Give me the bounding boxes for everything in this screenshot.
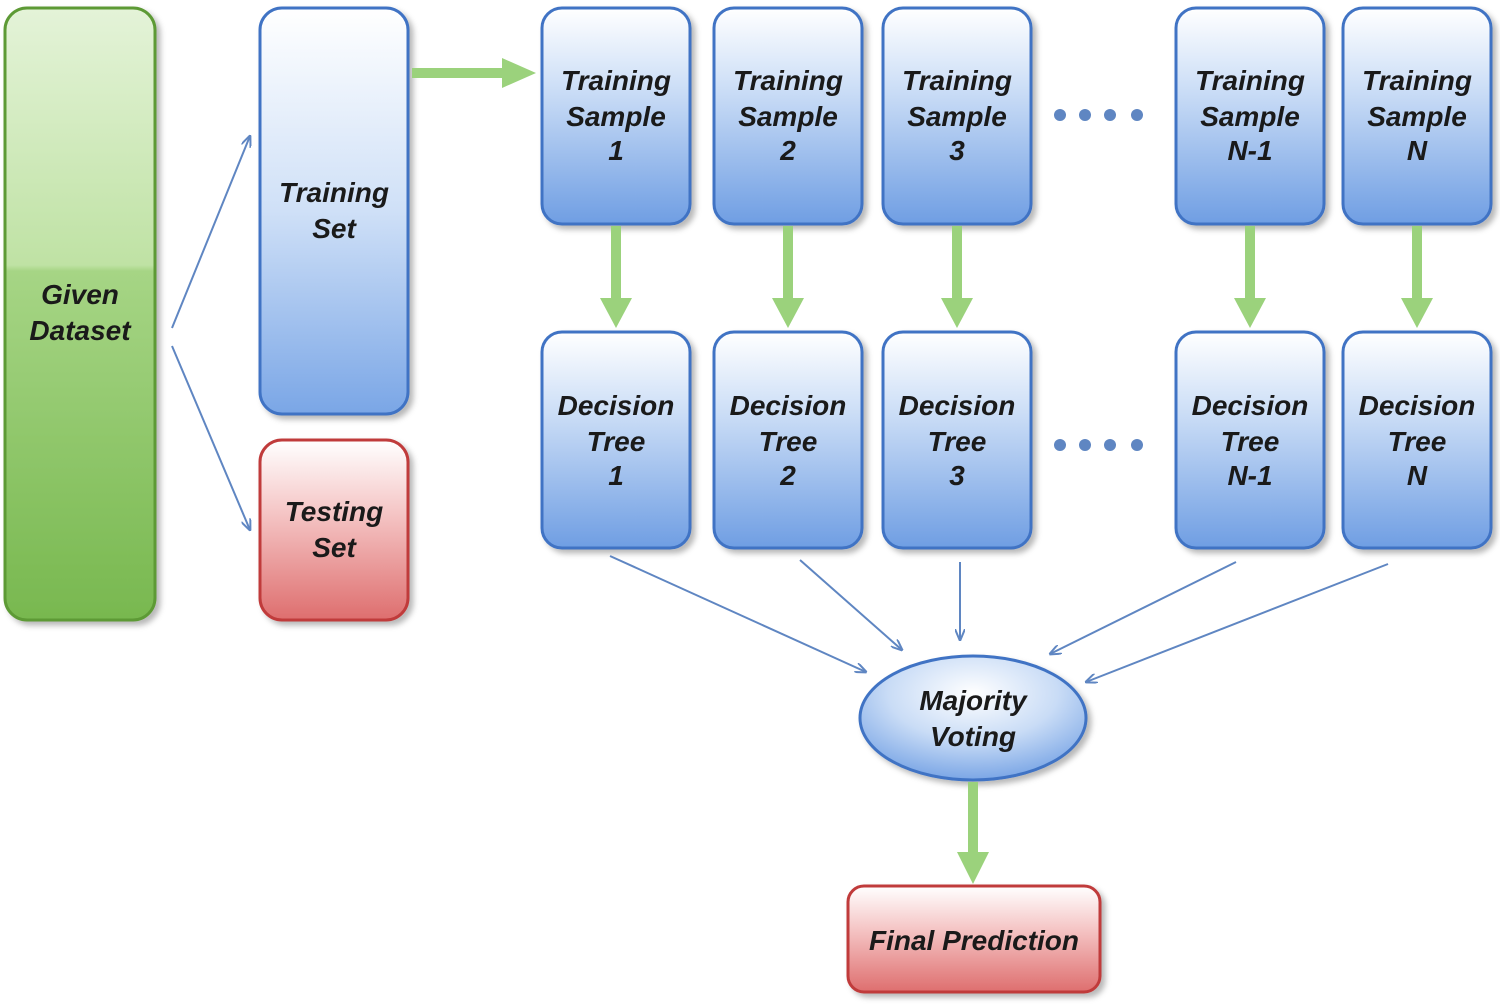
sample-1-line-1: Training (561, 65, 671, 96)
decision-tree-n-minus-1: Decision Tree N-1 (1174, 330, 1326, 550)
arrow-voting-to-final (957, 782, 989, 884)
training-sample-n-minus-1: Training Sample N-1 (1174, 6, 1326, 226)
green-arrows (412, 58, 1433, 884)
sample-3-line-2: Sample (907, 101, 1007, 132)
sample-n-line-1: Training (1362, 65, 1472, 96)
sample-n-minus-1-line-2: Sample (1200, 101, 1300, 132)
decision-tree-2: Decision Tree 2 (712, 330, 864, 550)
training-set-label-1: Training (279, 177, 389, 208)
sample-2-line-2: Sample (738, 101, 838, 132)
sample-3-line-1: Training (902, 65, 1012, 96)
trees-ellipsis-dots (1054, 439, 1143, 451)
tree-1-line-2: Tree (587, 426, 646, 457)
testing-set-label-2: Set (312, 532, 357, 563)
arrow-dataset-to-testing (171, 345, 250, 530)
tree-1-line-3: 1 (608, 460, 624, 491)
tree-3-line-2: Tree (928, 426, 987, 457)
testing-set-label-1: Testing (285, 496, 384, 527)
training-sample-3: Training Sample 3 (881, 6, 1033, 226)
tree-n-minus-1-line-2: Tree (1221, 426, 1280, 457)
final-prediction-label: Final Prediction (869, 925, 1079, 956)
sample-1-line-2: Sample (566, 101, 666, 132)
arrow-tree-2-to-voting (799, 559, 902, 650)
arrow-sample-2-to-tree-2 (772, 226, 804, 328)
arrow-tree-n-minus-1-to-voting (1050, 561, 1237, 654)
sample-3-line-3: 3 (949, 135, 965, 166)
arrow-tree-n-to-voting (1086, 563, 1389, 682)
sample-2-line-3: 2 (779, 135, 796, 166)
tree-2-line-2: Tree (759, 426, 818, 457)
tree-n-line-1: Decision (1359, 390, 1476, 421)
tree-n-minus-1-line-1: Decision (1192, 390, 1309, 421)
tree-n-line-2: Tree (1388, 426, 1447, 457)
testing-set-box: Testing Set (258, 438, 410, 622)
sample-n-minus-1-line-1: Training (1195, 65, 1305, 96)
sample-1-line-3: 1 (608, 135, 624, 166)
sample-n-line-3: N (1407, 135, 1428, 166)
majority-voting-line-1: Majority (919, 685, 1028, 716)
tree-2-line-1: Decision (730, 390, 847, 421)
samples-ellipsis-dots (1054, 109, 1143, 121)
arrow-tree-1-to-voting (609, 555, 866, 672)
training-sample-2: Training Sample 2 (712, 6, 864, 226)
training-sample-n: Training Sample N (1341, 6, 1493, 226)
arrow-dataset-to-training (171, 136, 250, 329)
arrow-sample-n-to-tree-n (1401, 226, 1433, 328)
arrow-training-set-to-samples (412, 58, 536, 88)
final-prediction-box: Final Prediction (846, 884, 1102, 994)
split-arrows (171, 136, 250, 530)
given-dataset-label-2: Dataset (29, 315, 132, 346)
arrow-sample-1-to-tree-1 (600, 226, 632, 328)
majority-voting-line-2: Voting (930, 721, 1016, 752)
decision-tree-n: Decision Tree N (1341, 330, 1493, 550)
sample-n-minus-1-line-3: N-1 (1227, 135, 1272, 166)
training-set-box: Training Set (258, 6, 410, 416)
arrow-sample-3-to-tree-3 (941, 226, 973, 328)
vote-arrows (609, 555, 1389, 682)
decision-tree-1: Decision Tree 1 (540, 330, 692, 550)
majority-voting-node: Majority Voting (858, 654, 1088, 782)
sample-n-line-2: Sample (1367, 101, 1467, 132)
tree-n-line-3: N (1407, 460, 1428, 491)
arrow-sample-n-minus-1-to-tree-n-minus-1 (1234, 226, 1266, 328)
given-dataset-box: Given Dataset (3, 6, 157, 622)
tree-2-line-3: 2 (779, 460, 796, 491)
tree-1-line-1: Decision (558, 390, 675, 421)
tree-3-line-1: Decision (899, 390, 1016, 421)
training-set-label-2: Set (312, 213, 357, 244)
tree-n-minus-1-line-3: N-1 (1227, 460, 1272, 491)
training-sample-1: Training Sample 1 (540, 6, 692, 226)
sample-2-line-1: Training (733, 65, 843, 96)
given-dataset-label-1: Given (41, 279, 119, 310)
tree-3-line-3: 3 (949, 460, 965, 491)
decision-tree-3: Decision Tree 3 (881, 330, 1033, 550)
